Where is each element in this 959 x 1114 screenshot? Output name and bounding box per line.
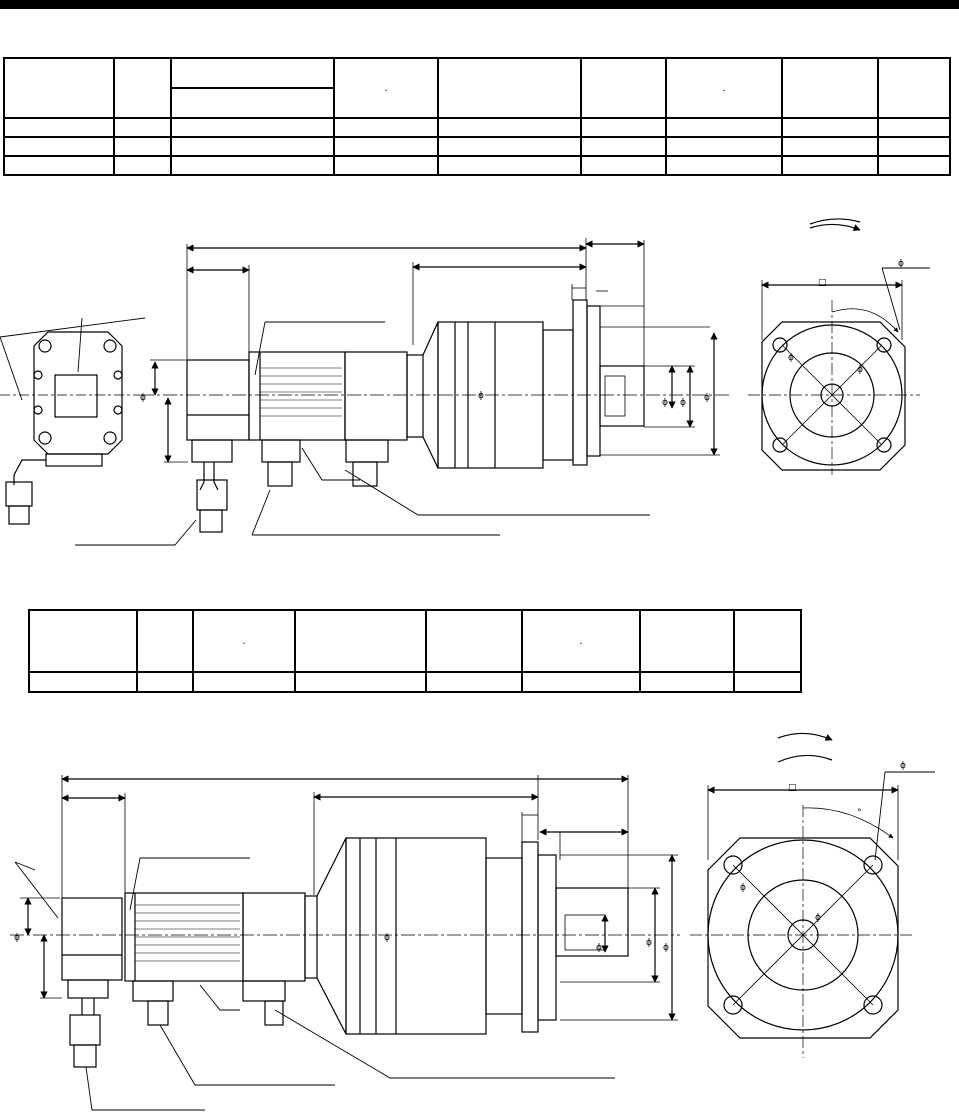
header-cell (877, 57, 951, 119)
spec-table-upper: . . (3, 57, 951, 176)
dot-mark: . (384, 81, 388, 94)
header-cell: . (665, 57, 783, 119)
table-row (3, 136, 951, 157)
upper-left-end-view (0, 317, 146, 525)
phi-label: ϕ (478, 391, 484, 401)
header-cell (437, 57, 582, 119)
header-cell (733, 609, 802, 673)
header-cell (425, 609, 523, 673)
phi-label: ϕ (662, 398, 668, 408)
header-cell (781, 57, 879, 119)
degree-label: ° (857, 808, 862, 818)
header-cell (639, 609, 735, 673)
table-header-row (4, 87, 950, 119)
table-header-row: . . (3, 57, 951, 119)
dot-mark: . (579, 634, 583, 647)
header-cell: . (192, 609, 296, 673)
table-row (3, 155, 951, 176)
phi-label: ϕ (815, 913, 821, 923)
dot-mark: . (242, 634, 246, 647)
square-label: □ (788, 783, 797, 793)
phi-label: ϕ (898, 259, 904, 269)
phi-label: ϕ (704, 393, 710, 403)
header-cell (3, 57, 115, 119)
phi-label: ϕ (788, 353, 794, 363)
header-cell (113, 57, 172, 119)
header-cell (170, 57, 335, 89)
header-cell (28, 609, 138, 673)
header-cell (170, 87, 335, 119)
phi-label: ϕ (663, 943, 669, 953)
header-cell (580, 57, 667, 119)
phi-label: ϕ (900, 761, 906, 771)
phi-label: ϕ (384, 933, 390, 943)
square-label: □ (818, 278, 827, 288)
header-cell: . (333, 57, 439, 119)
table-row (3, 117, 951, 138)
phi-label: ϕ (680, 398, 686, 408)
spec-table-lower: . . (28, 609, 802, 693)
phi-label: ϕ (14, 933, 20, 943)
phi-label: ϕ (646, 938, 652, 948)
phi-label: ϕ (740, 883, 746, 893)
header-cell: . (521, 609, 641, 673)
header-cell (294, 609, 427, 673)
table-header-row: . . (28, 609, 802, 673)
top-rule-bar (0, 0, 959, 9)
lower-side-view (10, 775, 680, 1111)
table-row (28, 671, 802, 693)
header-cell (136, 609, 194, 673)
upper-side-view (75, 238, 730, 546)
upper-right-end-view (748, 218, 930, 475)
phi-label: ϕ (857, 365, 863, 375)
lower-right-end-view (690, 732, 935, 1058)
dot-mark: . (722, 81, 726, 94)
phi-label: ϕ (140, 393, 146, 403)
phi-label: ϕ (596, 943, 602, 953)
